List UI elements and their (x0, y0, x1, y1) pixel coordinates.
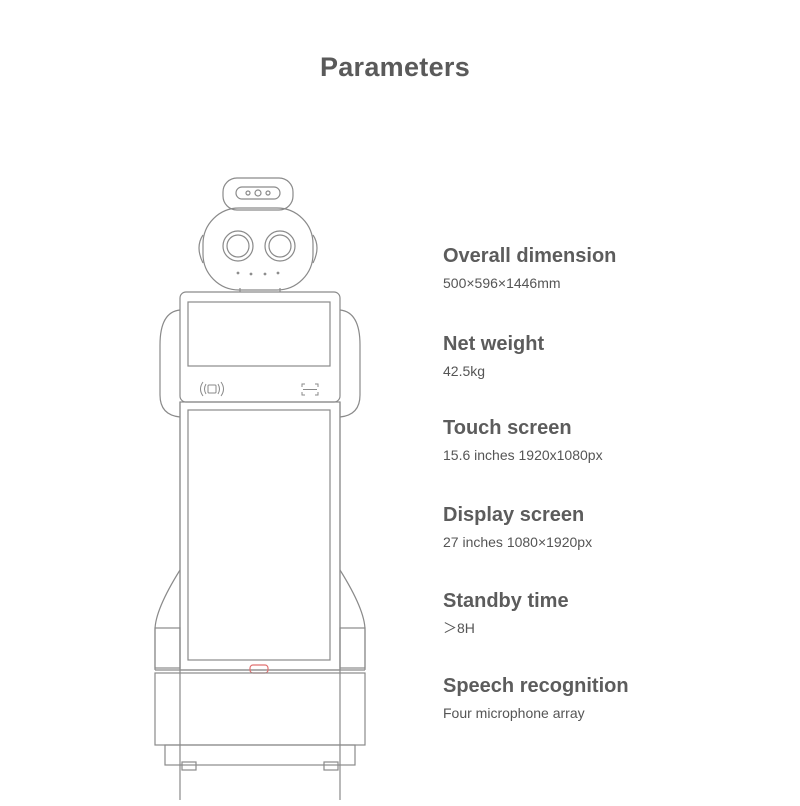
spec-value: 42.5kg (443, 363, 486, 379)
spec-display-screen: Display screen 27 inches 1080×1920px (443, 503, 592, 551)
spec-label: Standby time (443, 590, 569, 612)
robot-lower-panel (179, 401, 341, 671)
spec-label: Display screen (443, 504, 585, 526)
robot-camera-unit (222, 177, 294, 211)
robot-base (154, 672, 366, 746)
nfc-icon (200, 381, 224, 397)
spec-speech-recognition: Speech recognition Four microphone array (443, 674, 629, 722)
robot-right-eye (264, 230, 296, 262)
robot-upper-panel (179, 291, 341, 403)
spec-standby-time: Standby time ＞8H (443, 589, 569, 637)
spec-value: ＞8H (443, 620, 475, 636)
robot-head (202, 207, 314, 291)
page-title: Parameters (319, 52, 471, 82)
spec-value: 500×596×1446mm (443, 275, 561, 291)
spec-touch-screen: Touch screen 15.6 inches 1920x1080px (443, 416, 603, 464)
spec-value: Four microphone array (443, 705, 585, 721)
robot-status-light (249, 664, 269, 674)
robot-illustration (154, 177, 366, 800)
scanner-icon (301, 383, 319, 396)
spec-value: 27 inches 1080×1920px (443, 534, 593, 550)
spec-label: Speech recognition (443, 675, 629, 697)
spec-net-weight: Net weight 42.5kg (443, 332, 544, 380)
spec-value: 15.6 inches 1920x1080px (443, 447, 603, 463)
spec-label: Net weight (443, 333, 545, 355)
robot-touch-screen (187, 301, 331, 367)
robot-left-eye (222, 230, 254, 262)
robot-display-screen (187, 409, 331, 661)
spec-overall-dimension: Overall dimension 500×596×1446mm (443, 244, 616, 292)
spec-label: Overall dimension (443, 245, 617, 267)
spec-label: Touch screen (443, 417, 572, 439)
